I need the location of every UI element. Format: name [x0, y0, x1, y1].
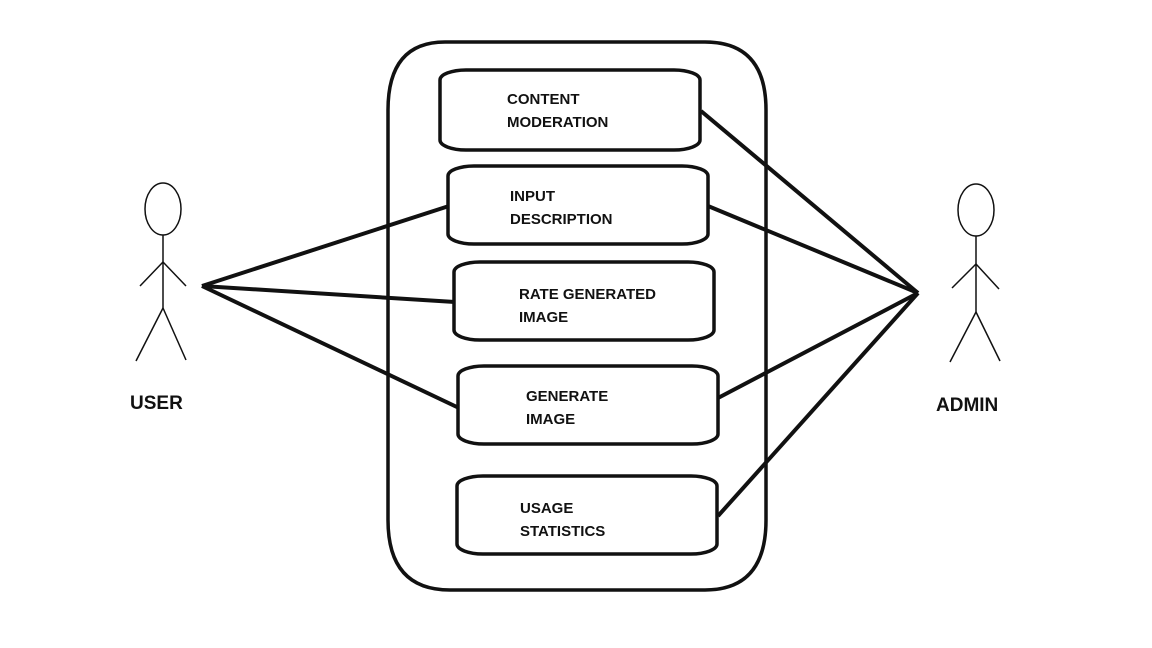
use-case-label-line: RATE GENERATED — [519, 286, 656, 303]
use-case-box-input-description — [446, 164, 710, 246]
use-case-label-line: CONTENT — [507, 91, 580, 108]
assoc-admin-content-moderation — [699, 109, 920, 295]
assoc-admin-usage-statistics — [716, 291, 920, 518]
admin-actor-label: ADMIN — [936, 395, 999, 416]
user-associations — [201, 204, 460, 410]
use-case-content-moderation: CONTENT MODERATION — [507, 88, 608, 134]
use-case-input-description: INPUT DESCRIPTION — [510, 185, 613, 231]
assoc-admin-input-description — [707, 204, 919, 295]
use-case-label-line: USAGE — [520, 500, 574, 517]
use-case-label-line: MODERATION — [507, 114, 609, 131]
admin-associations — [699, 109, 920, 518]
assoc-user-input-description — [201, 204, 450, 288]
user-actor-label: USER — [130, 393, 183, 414]
assoc-user-generate-image — [201, 284, 460, 410]
use-case-label-line: IMAGE — [526, 411, 576, 428]
use-case-label-line: STATISTICS — [520, 523, 606, 540]
assoc-admin-generate-image — [717, 291, 919, 400]
use-case-box-content-moderation — [438, 68, 702, 152]
use-case-label-line: INPUT — [510, 188, 555, 205]
admin-actor-figure — [949, 183, 1001, 363]
user-actor-figure — [135, 182, 187, 362]
use-case-label-line: DESCRIPTION — [510, 211, 613, 228]
use-case-box-rate-generated-image — [452, 260, 716, 342]
assoc-user-rate-generated-image — [201, 284, 456, 304]
use-case-box-usage-statistics — [455, 474, 719, 556]
use-case-generate-image: GENERATE IMAGE — [526, 385, 608, 431]
use-case-label-line: IMAGE — [519, 309, 569, 326]
use-case-box-generate-image — [456, 364, 720, 446]
use-case-label-line: GENERATE — [526, 388, 609, 405]
use-case-usage-statistics: USAGE STATISTICS — [520, 497, 605, 543]
use-case-rate-generated-image: RATE GENERATED IMAGE — [519, 283, 656, 329]
system-boundary — [386, 40, 768, 592]
